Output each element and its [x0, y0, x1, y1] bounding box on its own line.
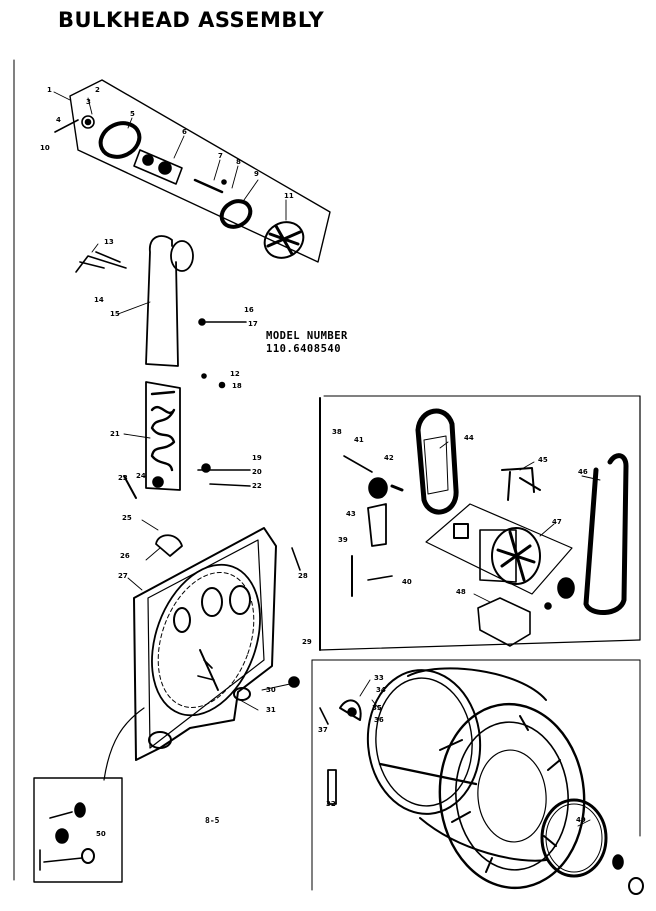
callout-30: 30	[266, 686, 276, 694]
bracket-part	[155, 534, 183, 557]
callout-2: 2	[95, 86, 100, 94]
callout-50: 50	[96, 830, 106, 838]
motor-part	[491, 527, 541, 585]
callout-25: 25	[122, 514, 132, 522]
callout-41: 41	[354, 436, 364, 444]
callout-31: 31	[266, 706, 276, 714]
bulkhead-panel	[133, 527, 301, 761]
callout-12: 12	[230, 370, 240, 378]
drum-front-rim	[438, 702, 586, 890]
bearing-part	[81, 115, 95, 129]
dryer-drum	[319, 667, 644, 895]
model-number-label: MODEL NUMBER	[266, 330, 348, 342]
drive-belt	[415, 408, 459, 515]
callout-15: 15	[110, 310, 120, 318]
callout-39: 39	[338, 536, 348, 544]
top-parts-panel	[69, 79, 331, 263]
model-number-block: MODEL NUMBER 110.6408540	[266, 330, 348, 356]
callout-48: 48	[456, 588, 466, 596]
callout-27: 27	[118, 572, 128, 580]
inset-box	[33, 777, 123, 883]
drum-seal-ring	[540, 798, 608, 878]
callout-23: 23	[118, 474, 128, 482]
callout-32: 32	[326, 800, 336, 808]
callout-3: 3	[86, 98, 91, 106]
drum-box	[311, 659, 641, 891]
callout-26: 26	[120, 552, 130, 560]
callout-labels: 1 2 3 4 5 6 7 8 9 10 11 12 13 14 15 16 1…	[40, 86, 588, 838]
callout-40: 40	[402, 578, 412, 586]
callout-4: 4	[56, 116, 61, 124]
callout-11: 11	[284, 192, 294, 200]
callout-9: 9	[254, 170, 259, 178]
callout-45: 45	[538, 456, 548, 464]
callout-49: 49	[576, 816, 586, 824]
callout-36: 36	[374, 716, 384, 724]
exhaust-duct-group	[75, 235, 247, 389]
exhaust-duct	[145, 235, 179, 367]
callout-44: 44	[464, 434, 474, 442]
callout-7: 7	[218, 152, 223, 160]
motor-assembly	[343, 408, 629, 647]
callout-1: 1	[47, 86, 52, 94]
inset-parts	[39, 802, 95, 871]
callout-8: 8	[236, 158, 241, 166]
callout-21: 21	[110, 430, 120, 438]
callout-6: 6	[182, 128, 187, 136]
top-parts-group	[54, 115, 305, 259]
long-belt	[583, 453, 629, 615]
seal-ring-part	[98, 121, 142, 159]
callout-38: 38	[332, 428, 342, 436]
diagram-title: BULKHEAD ASSEMBLY	[58, 8, 325, 32]
callout-28: 28	[298, 572, 308, 580]
callout-43: 43	[346, 510, 356, 518]
wheel-part	[219, 199, 253, 229]
motor-box	[319, 395, 641, 651]
callout-19: 19	[252, 454, 262, 462]
callout-16: 16	[244, 306, 254, 314]
callout-22: 22	[252, 482, 262, 490]
callout-35: 35	[372, 704, 382, 712]
callout-18: 18	[232, 382, 242, 390]
callout-13: 13	[104, 238, 114, 246]
callout-29: 29	[302, 638, 312, 646]
callout-14: 14	[94, 296, 104, 304]
callout-5: 5	[130, 110, 135, 118]
callout-33: 33	[374, 674, 384, 682]
callout-20: 20	[252, 468, 262, 476]
callout-10: 10	[40, 144, 50, 152]
callout-47: 47	[552, 518, 562, 526]
callout-46: 46	[578, 468, 588, 476]
callout-34: 34	[376, 686, 386, 694]
heater-assembly	[123, 381, 251, 557]
callout-17: 17	[248, 320, 258, 328]
callout-37: 37	[318, 726, 328, 734]
model-number-value: 110.6408540	[266, 343, 342, 355]
page-reference: 8-5	[205, 816, 220, 825]
leader-lines	[53, 91, 601, 827]
callout-24: 24	[136, 472, 146, 480]
callout-42: 42	[384, 454, 394, 462]
